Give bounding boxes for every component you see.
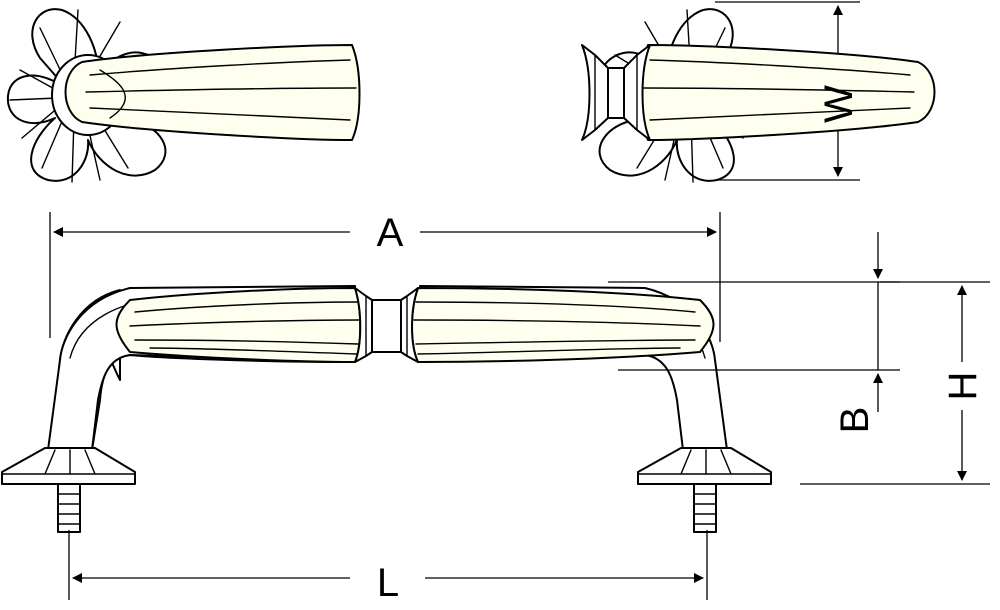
label-w: W xyxy=(817,85,861,123)
dimension-a: A xyxy=(49,211,721,342)
label-b: B xyxy=(833,407,877,434)
top-left-grip xyxy=(64,44,361,141)
dimension-h: H xyxy=(800,281,990,485)
front-view xyxy=(1,285,772,533)
front-center-collar xyxy=(354,287,419,363)
right-base xyxy=(637,447,772,533)
dimension-l: L xyxy=(68,530,708,605)
top-view xyxy=(6,8,936,183)
label-a: A xyxy=(377,211,404,255)
top-right-grip xyxy=(639,44,936,141)
label-h: H xyxy=(941,372,985,401)
top-center-collar xyxy=(581,44,651,141)
label-l: L xyxy=(377,561,399,605)
left-base xyxy=(1,447,136,533)
dimension-w: W xyxy=(715,1,861,181)
dimension-b: B xyxy=(608,232,900,433)
